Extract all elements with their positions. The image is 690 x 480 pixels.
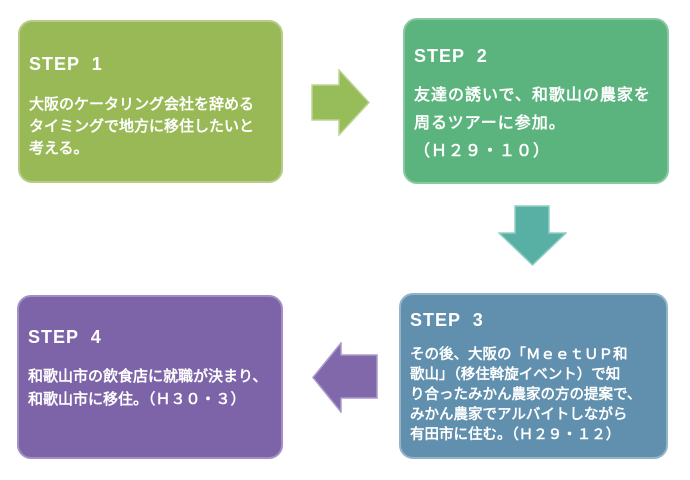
step-3-body: その後、大阪の「ＭｅｅｔＵＰ和 歌山」（移住斡旋イベント）で知 り合ったみかん農…: [410, 345, 658, 445]
step-3-line: 歌山」（移住斡旋イベント）で知: [410, 367, 621, 383]
arrow-down-icon: [498, 205, 567, 266]
step-2-line: （Ｈ２９・１０）: [414, 143, 551, 160]
step-4-line: 和歌山市の飲食店に就職が決まり、: [28, 368, 268, 385]
step-1-body: 大阪のケータリング会社を辞める タイミングで地方に移住したいと 考える。: [29, 94, 273, 160]
step-2-box: STEP 2 友達の誘いで、和歌山の農家を 周るツアーに参加。 （Ｈ２９・１０）: [403, 18, 669, 184]
step-4-body: 和歌山市の飲食店に就職が決まり、 和歌山市に移住。（Ｈ３０・３）: [28, 365, 273, 411]
arrow-left-icon: [312, 342, 378, 413]
step-1-title: STEP 1: [29, 54, 103, 74]
step-4-title: STEP 4: [28, 327, 102, 347]
step-3-line: り合ったみかん農家の方の提案で、: [410, 387, 642, 403]
step-1-box: STEP 1 大阪のケータリング会社を辞める タイミングで地方に移住したいと 考…: [18, 20, 283, 183]
step-3-line: みかん農家でアルバイトしながら: [410, 407, 628, 423]
step-3-box: STEP 3 その後、大阪の「ＭｅｅｔＵＰ和 歌山」（移住斡旋イベント）で知 り…: [399, 293, 668, 459]
arrow-right-icon: [311, 69, 370, 136]
step-4-line: 和歌山市に移住。（Ｈ３０・３）: [28, 391, 246, 408]
step-1-line: 考える。: [29, 140, 89, 157]
step-4-box: STEP 4 和歌山市の飲食店に就職が決まり、 和歌山市に移住。（Ｈ３０・３）: [17, 295, 283, 459]
step-3-line: 有田市に住む。（Ｈ２９・１２）: [410, 427, 621, 443]
step-2-line: 周るツアーに参加。: [414, 115, 566, 132]
step-2-title: STEP 2: [414, 46, 488, 66]
step-2-body: 友達の誘いで、和歌山の農家を 周るツアーに参加。 （Ｈ２９・１０）: [414, 82, 659, 166]
step-3-title: STEP 3: [410, 310, 484, 330]
step-1-line: タイミングで地方に移住したいと: [29, 118, 255, 135]
step-3-line: その後、大阪の「ＭｅｅｔＵＰ和: [410, 347, 628, 363]
step-1-line: 大阪のケータリング会社を辞める: [29, 96, 255, 113]
step-2-line: 友達の誘いで、和歌山の農家を: [414, 87, 651, 104]
